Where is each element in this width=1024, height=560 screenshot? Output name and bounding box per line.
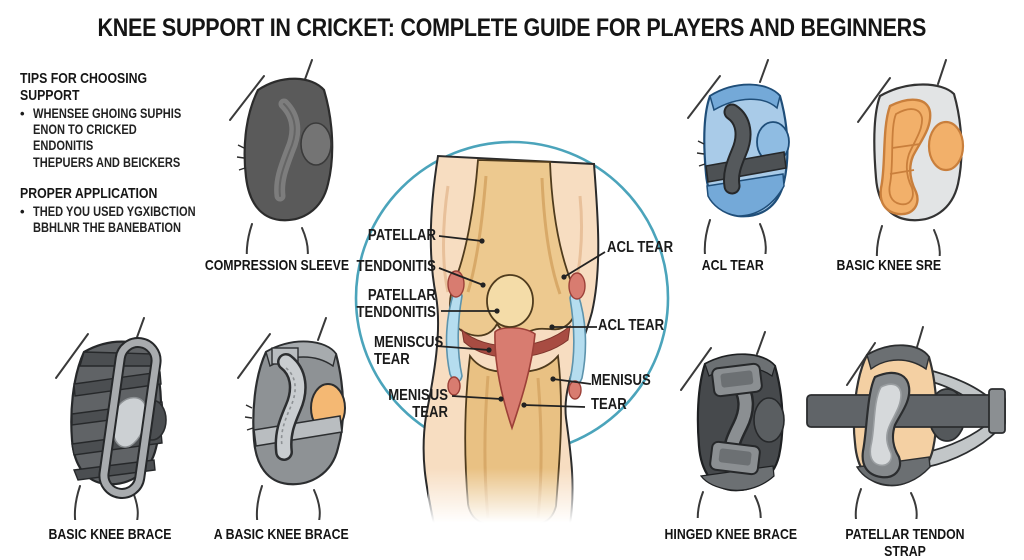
a-basic-knee-brace-illustration (237, 317, 346, 520)
tips-heading-application: PROPER APPLICATION (20, 184, 158, 202)
acl-tear-brace-illustration (687, 59, 790, 254)
tips-bullet-2: • THED YOU USED YGXIBCTION BBHLNR THE BA… (20, 204, 234, 236)
caption-basic-knee-sre: BASIC KNEE SRE (836, 257, 942, 274)
caption-basic-knee-brace: BASIC KNEE BRACE (48, 526, 172, 543)
page-title-text: KNEE SUPPORT IN CRICKET: COMPLETE GUIDE … (97, 14, 927, 42)
caption-a-basic-knee-brace: A BASIC KNEE BRACE (213, 526, 349, 543)
label-acl-tear-lower: ACL TEAR (598, 317, 665, 334)
compression-sleeve-illustration (229, 59, 334, 254)
hinged-knee-brace-illustration (680, 331, 785, 518)
basic-knee-sre-illustration (857, 59, 965, 256)
bullet-dot-icon: • (20, 203, 25, 219)
tips-bullet-2-text: THED YOU USED YGXIBCTION BBHLNR THE BANE… (33, 203, 196, 235)
label-patellar-tendonitis: PATELLAR TENDONITIS (356, 287, 436, 321)
label-patellar: PATELLAR (367, 227, 436, 244)
label-tear: TEAR (591, 396, 627, 413)
caption-patellar-tendon-strap: PATELLAR TENDON STRAP (845, 526, 965, 560)
tips-bullet-1: • WHENSEE GHOING SUPHIS ENON TO CRICKED … (20, 106, 234, 171)
caption-hinged-knee-brace: HINGED KNEE BRACE (664, 526, 798, 543)
label-acl-tear-upper: ACL TEAR (607, 239, 674, 256)
basic-knee-brace-illustration (55, 317, 167, 520)
label-tendonitis: TENDONITIS (356, 258, 436, 275)
label-meniscus-tear: MENISCUS TEAR (374, 334, 444, 368)
label-menisus-tear: MENISUS TEAR (388, 387, 448, 421)
label-menisus: MENISUS (591, 372, 651, 389)
caption-compression-sleeve: COMPRESSION SLEEVE (204, 257, 350, 274)
page-title: KNEE SUPPORT IN CRICKET: COMPLETE GUIDE … (0, 14, 1024, 43)
tips-bullet-1-text: WHENSEE GHOING SUPHIS ENON TO CRICKED EN… (33, 106, 182, 170)
tips-panel: TIPS FOR CHOOSING SUPPORT • WHENSEE GHOI… (20, 70, 234, 250)
caption-acl-tear: ACL TEAR (702, 257, 764, 274)
patellar-tendon-strap-illustration (806, 326, 1006, 519)
bullet-dot-icon: • (20, 106, 25, 121)
tips-heading-choosing: TIPS FOR CHOOSING SUPPORT (20, 70, 148, 104)
